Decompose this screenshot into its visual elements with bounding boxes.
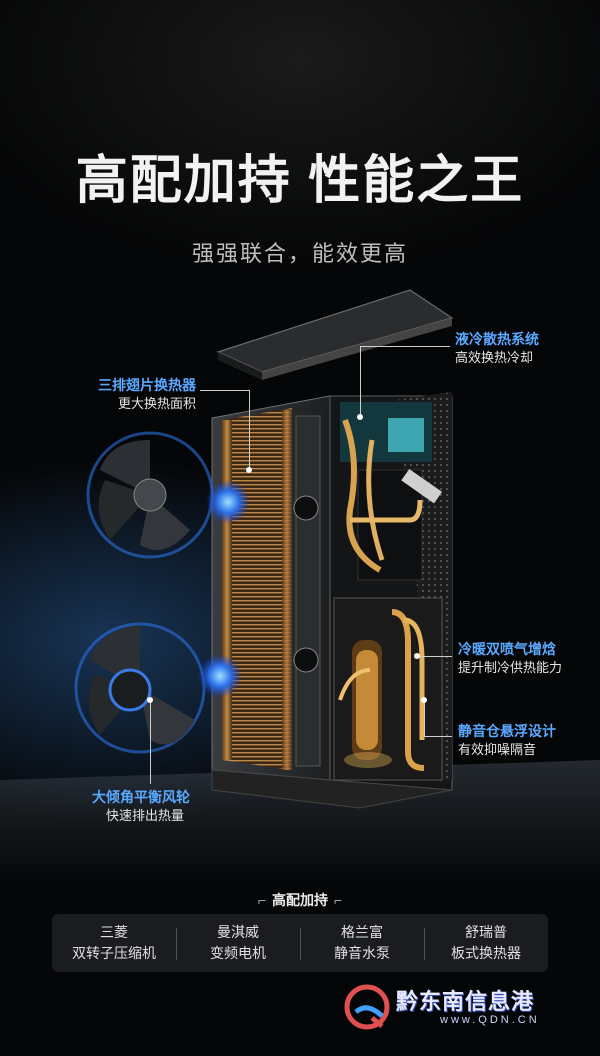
brand-name: 格兰富 [341,924,383,940]
bracket-left-icon: ⌐ [257,892,266,908]
watermark-url: www.QDN.CN [440,1014,540,1026]
callout-liquid-cooling: 液冷散热系统 高效换热冷却 [455,330,539,366]
silent-chamber-leader-v [424,700,425,736]
callout-title: 三排翅片换热器 [98,377,196,393]
brand-name: 三菱 [100,924,128,940]
callout-desc: 有效抑噪隔音 [458,741,537,757]
watermark-text: 黔东南信息港 [396,989,535,1014]
brand-item-mitsubishi: 三菱 双转子压缩机 [52,922,176,964]
callout-title: 静音仓悬浮设计 [458,723,556,739]
callout-title: 冷暖双喷气增焓 [458,641,556,657]
silent-chamber-leader [424,736,452,737]
brand-item-grundfos: 格兰富 静音水泵 [300,922,424,964]
fan-wheel-dot [147,697,153,703]
brand-part: 变频电机 [210,945,266,961]
brand-part: 静音水泵 [334,945,390,961]
watermark-logo-icon [344,984,390,1030]
brand-name: 曼淇威 [217,924,259,940]
watermark: 黔东南信息港 www.QDN.CN [340,978,590,1038]
lower-fan [74,622,242,754]
callout-desc: 更大换热面积 [117,395,196,411]
brand-part: 双转子压缩机 [72,945,156,961]
dual-injection-leader [418,656,452,657]
fin-exchanger-dot [246,467,252,473]
brand-section-title: 高配加持 [272,892,328,908]
callout-fan-wheel: 大倾角平衡风轮 快速排出热量 [92,788,190,824]
callout-title: 液冷散热系统 [455,331,539,347]
compressor-compartment [333,597,443,781]
callout-title: 大倾角平衡风轮 [92,789,190,805]
silent-chamber-dot [421,697,427,703]
top-lid [216,289,454,380]
callout-desc: 提升制冷供热能力 [458,659,563,675]
fin-heat-exchanger [222,408,321,770]
callout-desc: 快速排出热量 [106,807,185,823]
callout-dual-injection: 冷暖双喷气增焓 提升制冷供热能力 [458,640,562,676]
brand-item-swep: 舒瑞普 板式换热器 [424,922,548,964]
brand-section-label: ⌐ 高配加持 ⌐ [0,890,600,910]
liquid-cooling-dot [357,414,363,420]
subline: 强强联合，能效更高 [191,241,408,266]
fin-exchanger-leader [200,390,250,391]
brand-name: 舒瑞普 [465,924,507,940]
fan-wheel-leader [150,700,151,784]
callout-fin-exchanger: 三排翅片换热器 更大换热面积 [90,376,196,412]
liquid-cooling-module [340,402,443,581]
upper-fan [86,431,250,559]
callout-silent-chamber: 静音仓悬浮设计 有效抑噪隔音 [458,722,556,758]
brand-item-motor: 曼淇威 变频电机 [176,922,300,964]
fin-exchanger-leader-v [249,390,250,470]
bracket-right-icon: ⌐ [334,892,343,908]
dual-injection-dot [414,653,420,659]
brand-part: 板式换热器 [451,945,521,961]
brand-bar: 三菱 双转子压缩机 曼淇威 变频电机 格兰富 静音水泵 舒瑞普 板式换热器 [52,914,548,972]
headline: 高配加持 性能之王 [75,152,525,210]
callout-desc: 高效换热冷却 [455,349,534,365]
liquid-cooling-leader-v [360,346,361,418]
liquid-cooling-leader [360,346,450,347]
